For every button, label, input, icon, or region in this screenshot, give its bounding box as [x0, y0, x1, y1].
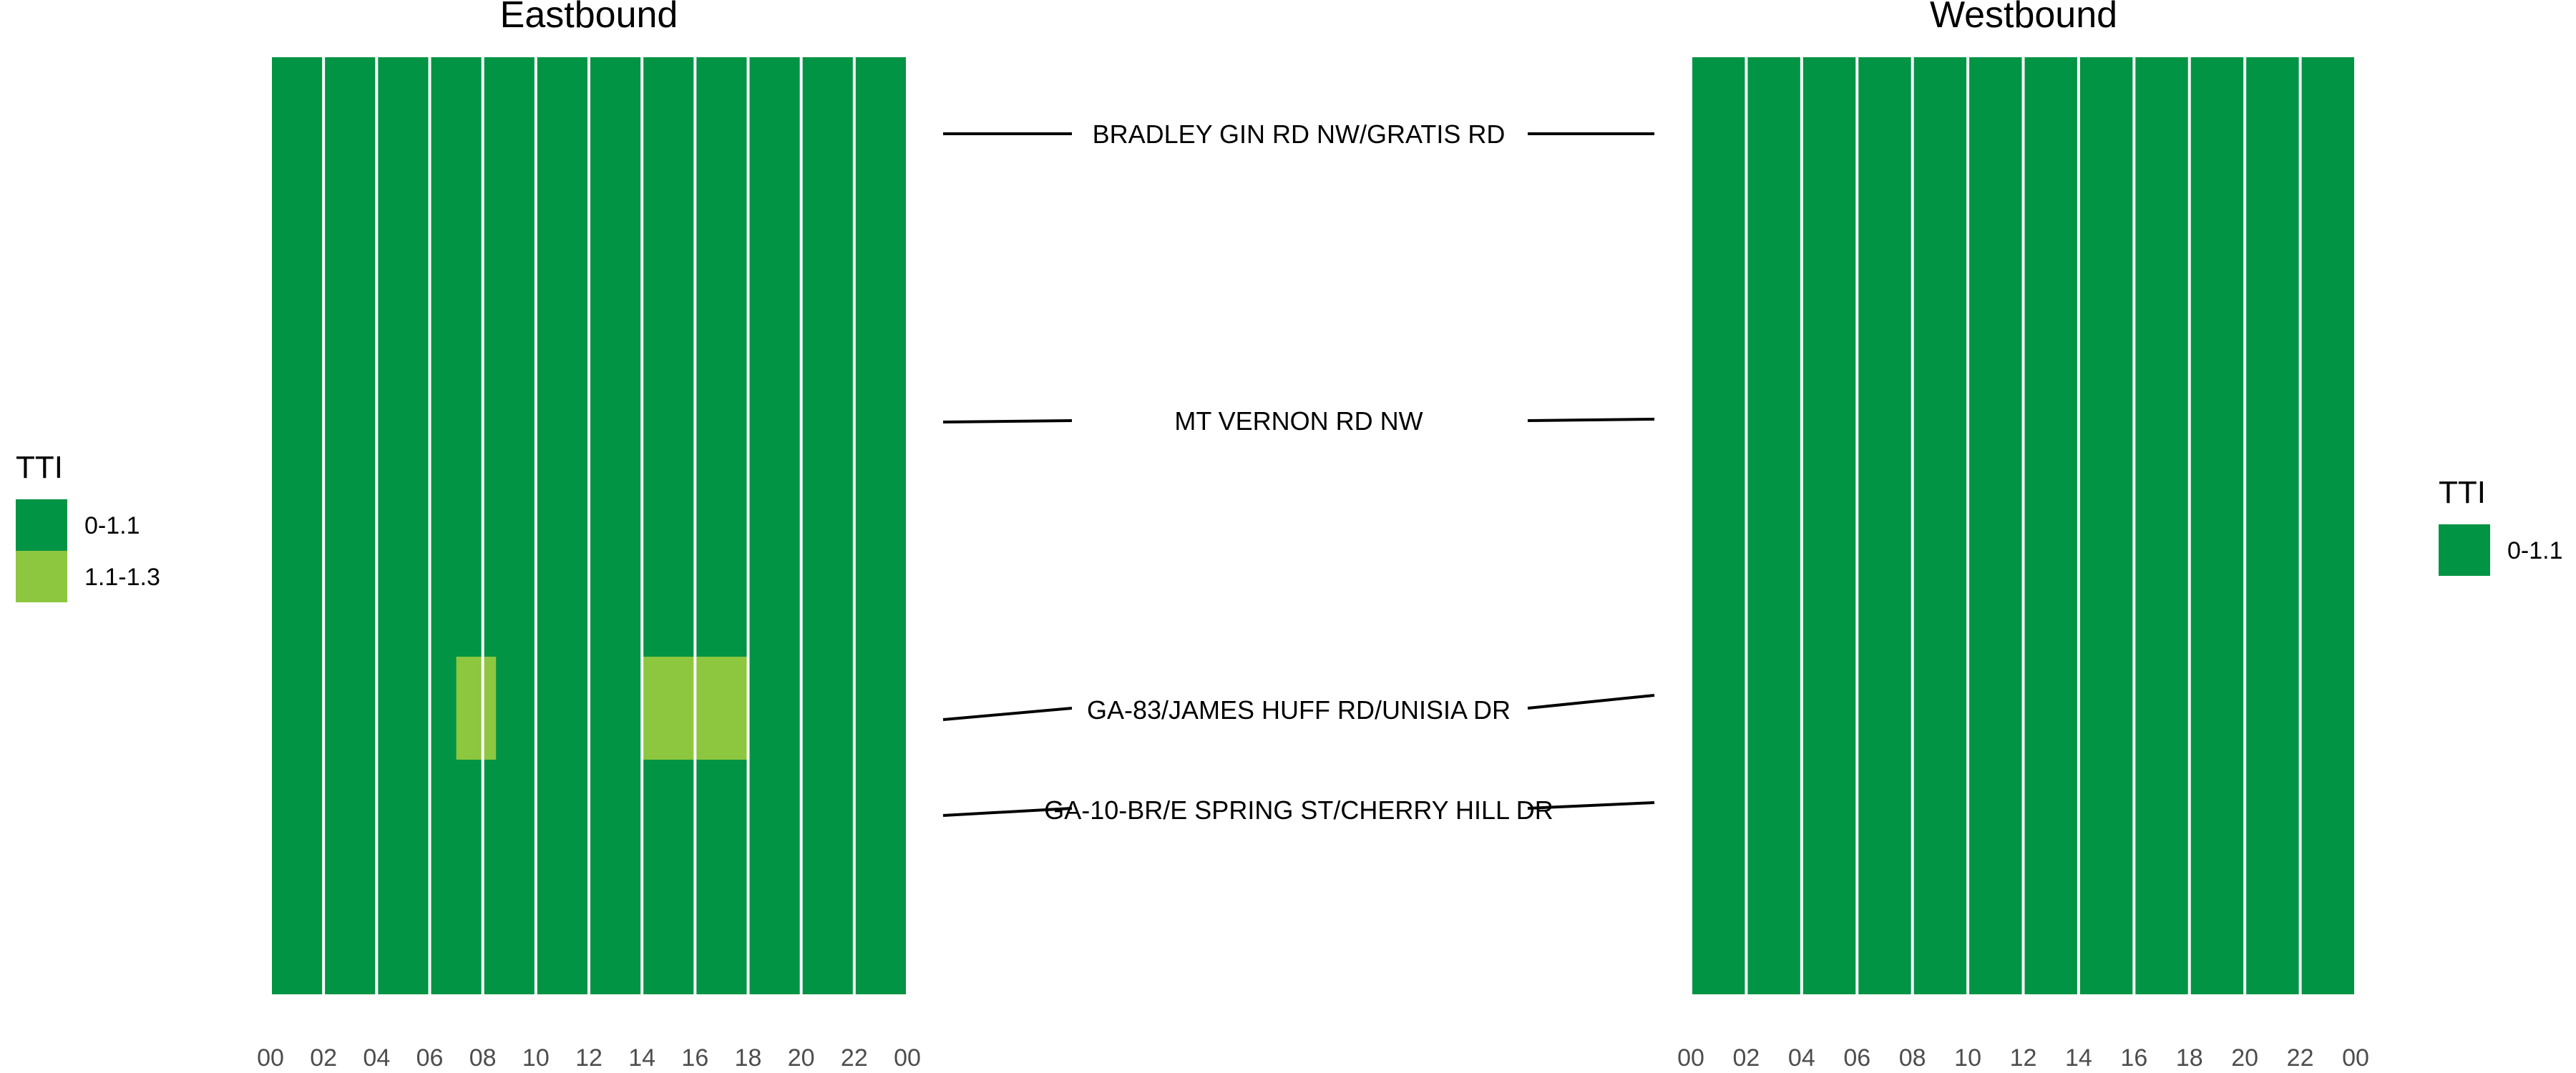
heatmap-highlight-cell [456, 657, 497, 760]
x-tick-label: 20 [2231, 1044, 2258, 1072]
x-tick-label: 18 [2176, 1044, 2203, 1072]
x-tick-label: 22 [841, 1044, 868, 1072]
road-connector-line [1527, 801, 1655, 810]
road-connector-line [942, 807, 1073, 817]
road-connector-line [1527, 694, 1655, 710]
x-tick-label: 00 [894, 1044, 921, 1072]
x-tick-label: 00 [257, 1044, 284, 1072]
x-tick-label: 10 [1954, 1044, 1981, 1072]
x-tick-label: 02 [1733, 1044, 1760, 1072]
road-label: GA-83/JAMES HUFF RD/UNISIA DR [1087, 695, 1511, 725]
road-connector-line [942, 419, 1073, 423]
x-tick-label: 18 [735, 1044, 762, 1072]
road-connector-line [942, 707, 1073, 721]
legend-label: 0-1.1 [2507, 537, 2563, 564]
x-tick-label: 16 [681, 1044, 708, 1072]
legend-swatch [2439, 524, 2490, 576]
legend-swatch [16, 499, 67, 551]
x-tick-label: 20 [788, 1044, 815, 1072]
x-tick-label: 22 [2287, 1044, 2314, 1072]
x-tick-label: 10 [522, 1044, 550, 1072]
x-tick-label: 14 [628, 1044, 655, 1072]
x-tick-label: 00 [1677, 1044, 1704, 1072]
panel-title: Westbound [1930, 0, 2117, 36]
x-tick-label: 08 [1899, 1044, 1926, 1072]
westbound-legend: TTI 0-1.1 [2439, 475, 2563, 576]
road-label: BRADLEY GIN RD NW/GRATIS RD [1093, 119, 1506, 149]
eastbound-legend: TTI 0-1.1 1.1-1.3 [16, 450, 160, 602]
road-labels: BRADLEY GIN RD NW/GRATIS RD MT VERNON RD … [942, 119, 1655, 825]
panel-title: Eastbound [500, 0, 678, 36]
westbound-panel: Westbound 00 02 04 06 08 10 12 14 16 18 20 22 00 [1677, 0, 2369, 1072]
legend-title: TTI [2439, 475, 2486, 510]
x-tick-label: 08 [469, 1044, 497, 1072]
eastbound-panel: Eastbound 00 02 04 06 08 10 12 14 16 18 20 22 00 [257, 0, 921, 1072]
road-connector-line [1527, 418, 1655, 422]
legend-title: TTI [16, 450, 63, 485]
x-tick-label: 12 [575, 1044, 602, 1072]
legend-label: 1.1-1.3 [84, 564, 160, 591]
legend-swatch [16, 551, 67, 602]
x-tick-label: 12 [2010, 1044, 2037, 1072]
x-tick-label: 02 [310, 1044, 337, 1072]
road-label: MT VERNON RD NW [1174, 406, 1423, 436]
x-tick-label: 00 [2342, 1044, 2369, 1072]
x-tick-label: 04 [363, 1044, 390, 1072]
x-tick-label: 06 [1843, 1044, 1870, 1072]
x-tick-label: 04 [1788, 1044, 1815, 1072]
x-tick-label: 16 [2120, 1044, 2147, 1072]
x-tick-label: 06 [416, 1044, 444, 1072]
road-label: GA-10-BR/E SPRING ST/CHERRY HILL DR [1044, 795, 1553, 825]
x-tick-label: 14 [2065, 1044, 2092, 1072]
legend-label: 0-1.1 [84, 512, 140, 539]
